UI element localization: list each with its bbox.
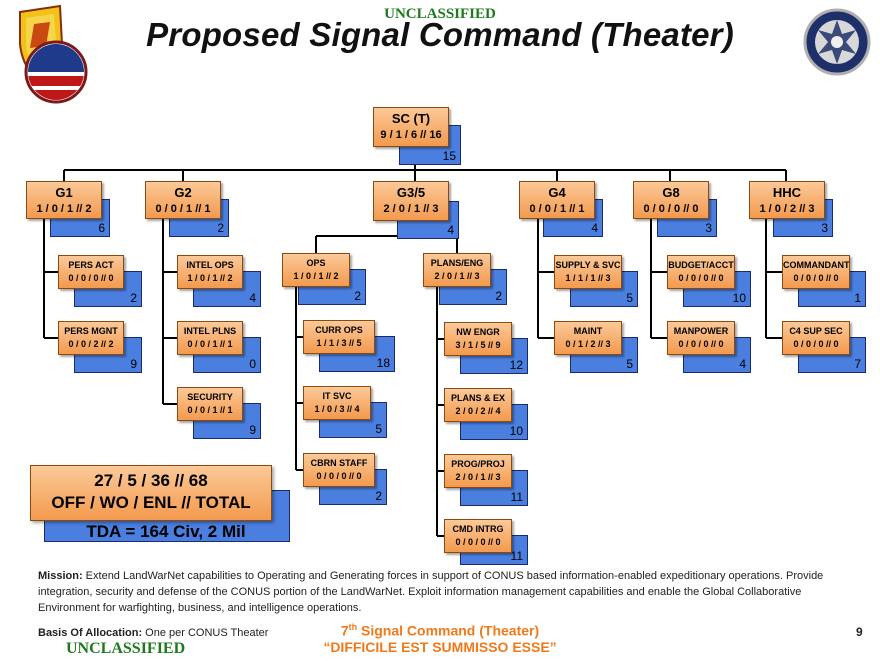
node-name: G4 (548, 185, 566, 200)
node-count: 4 (447, 223, 454, 237)
node-grades: 2 / 0 / 1 // 3 (434, 271, 480, 281)
node-count: 10 (732, 291, 746, 305)
node-count: 15 (442, 149, 456, 163)
node-grades: 9 / 1 / 6 // 16 (380, 129, 442, 141)
node-count: 4 (739, 357, 746, 371)
mission-statement: Mission: Extend LandWarNet capabilities … (38, 568, 838, 616)
node-name: SUPPLY & SVC (555, 260, 621, 270)
node-grades: 0 / 0 / 0 // 0 (793, 339, 839, 349)
node-name: G2 (174, 185, 192, 200)
mission-label: Mission: (38, 570, 83, 582)
node-count: 3 (705, 221, 712, 235)
node-count: 4 (591, 221, 598, 235)
node-count: 12 (509, 358, 523, 372)
army-shield-patch-icon (19, 4, 88, 104)
node-name: INTEL PLNS (183, 326, 237, 336)
node-name: PLANS/ENG (430, 258, 484, 268)
node-name: MAINT (573, 326, 603, 336)
node-name: IT SVC (322, 391, 352, 401)
node-name: PLANS & EX (450, 393, 505, 403)
node-count: 10 (509, 424, 523, 438)
node-count: 18 (376, 356, 390, 370)
node-grades: 0 / 0 / 1 // 1 (155, 203, 211, 215)
page-number: 9 (856, 625, 863, 639)
node-count: 11 (510, 490, 523, 504)
node-grades: 2 / 0 / 2 // 4 (455, 406, 501, 416)
node-name: BUDGET/ACCT (668, 260, 734, 270)
node-name: INTEL OPS (186, 260, 234, 270)
unit-motto: “DIFFICILE EST SUMMISSO ESSE” (323, 639, 557, 655)
node-count: 2 (130, 291, 137, 305)
basis-text: One per CONUS Theater (142, 627, 269, 639)
node-name: HHC (772, 185, 802, 200)
node-grades: 2 / 0 / 1 // 3 (383, 203, 439, 215)
node-grades: 1 / 0 / 1 // 2 (187, 273, 233, 283)
node-grades: 1 / 0 / 3 // 4 (314, 404, 360, 414)
node-grades: 1 / 0 / 1 // 2 (36, 203, 92, 215)
node-name: SC (T) (391, 111, 431, 126)
node-grades: 0 / 0 / 2 // 2 (68, 339, 114, 349)
unit-name: 7th Signal Command (Theater) (340, 622, 540, 639)
node-name: CBRN STAFF (310, 458, 368, 468)
node-name: G1 (55, 185, 73, 200)
node-grades: 0 / 0 / 1 // 1 (529, 203, 585, 215)
node-grades: 3 / 1 / 5 // 9 (455, 340, 501, 350)
basis-label: Basis Of Allocation: (38, 627, 143, 639)
node-count: 0 (249, 357, 256, 371)
node-count: 2 (354, 289, 361, 303)
node-name: C4 SUP SEC (789, 326, 843, 336)
node-name: PERS MGNT (64, 326, 118, 336)
node-count: 1 (854, 291, 861, 305)
node-count: 3 (821, 221, 828, 235)
page-title: Proposed Signal Command (Theater) (146, 16, 734, 53)
node-grades: 0 / 0 / 0 // 0 (643, 203, 699, 215)
totals-legend: OFF / WO / ENL // TOTAL (51, 493, 251, 512)
node-name: NW ENGR (456, 327, 500, 337)
node-name: SECURITY (187, 392, 233, 402)
node-grades: 0 / 0 / 1 // 1 (187, 339, 233, 349)
node-name: CMD INTRG (452, 524, 504, 534)
node-count: 5 (626, 357, 633, 371)
node-grades: 0 / 0 / 0 // 0 (316, 471, 362, 481)
node-count: 6 (98, 221, 105, 235)
node-count: 2 (217, 221, 224, 235)
node-grades: 1 / 0 / 1 // 2 (293, 271, 339, 281)
node-count: 2 (495, 289, 502, 303)
totals-grades: 27 / 5 / 36 // 68 (94, 471, 208, 490)
node-count: 2 (375, 489, 382, 503)
tda-summary: TDA = 164 Civ, 2 Mil (86, 522, 246, 541)
node-count: 9 (130, 357, 137, 371)
classification-banner-top: UNCLASSIFIED (384, 6, 496, 22)
node-name: OPS (306, 258, 326, 268)
node-count: 7 (854, 357, 861, 371)
node-count: 4 (249, 291, 256, 305)
node-name: MANPOWER (673, 326, 729, 336)
node-grades: 0 / 0 / 0 // 0 (793, 273, 839, 283)
node-grades: 1 / 0 / 2 // 3 (759, 203, 815, 215)
mission-text: Extend LandWarNet capabilities to Operat… (38, 570, 824, 614)
node-grades: 0 / 0 / 0 // 0 (678, 273, 724, 283)
node-count: 11 (510, 549, 523, 563)
node-name: G8 (662, 185, 680, 200)
node-grades: 0 / 0 / 0 // 0 (678, 339, 724, 349)
node-grades: 0 / 1 / 2 // 3 (565, 339, 611, 349)
signal-command-crest-icon (803, 8, 871, 76)
node-count: 5 (375, 422, 382, 436)
classification-banner-bottom: UNCLASSIFIED (66, 640, 186, 657)
node-grades: 1 / 1 / 3 // 5 (316, 338, 362, 348)
basis-of-allocation: Basis Of Allocation: One per CONUS Theat… (38, 627, 268, 639)
node-grades: 0 / 0 / 0 // 0 (68, 273, 114, 283)
node-grades: 1 / 1 / 1 // 3 (565, 273, 611, 283)
node-name: G3/5 (396, 185, 426, 200)
node-grades: 0 / 0 / 1 // 1 (187, 405, 233, 415)
node-name: PROG/PROJ (451, 459, 505, 469)
node-count: 5 (626, 291, 633, 305)
node-name: COMMANDANT (783, 260, 850, 270)
node-grades: 2 / 0 / 1 // 3 (455, 472, 501, 482)
node-grades: 0 / 0 / 0 // 0 (455, 537, 501, 547)
node-name: PERS ACT (68, 260, 114, 270)
node-count: 9 (249, 423, 256, 437)
node-name: CURR OPS (315, 325, 363, 335)
